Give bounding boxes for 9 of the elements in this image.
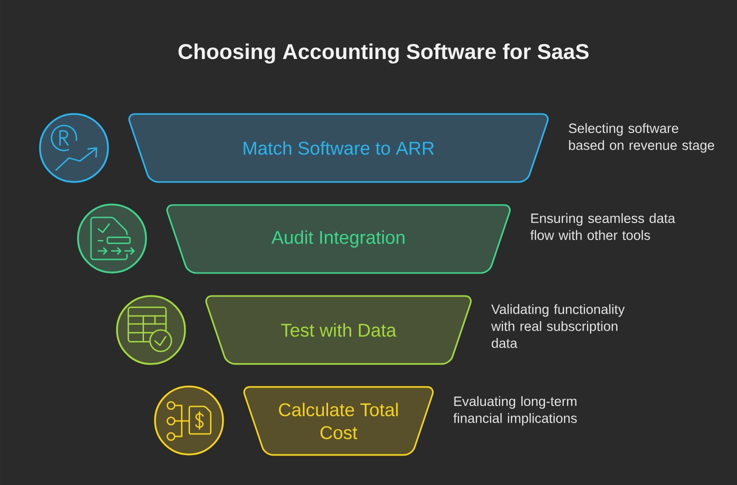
funnel-tier: Test with Data [205, 295, 472, 365]
description-text: Evaluating long-term financial implications [453, 396, 577, 426]
title: Choosing Accounting Software for SaaS [178, 43, 589, 64]
funnel-tier: Match Software to ARR [128, 113, 549, 183]
funnel-tier: Calculate Total Cost [243, 386, 434, 456]
description-text: Selecting software based on revenue stage [568, 123, 714, 153]
description-text: Validating functionality with real subscription data [491, 304, 625, 348]
description-text: Ensuring seamless data flow with other tools [530, 213, 676, 240]
funnel-tier: Audit Integration [166, 204, 511, 274]
